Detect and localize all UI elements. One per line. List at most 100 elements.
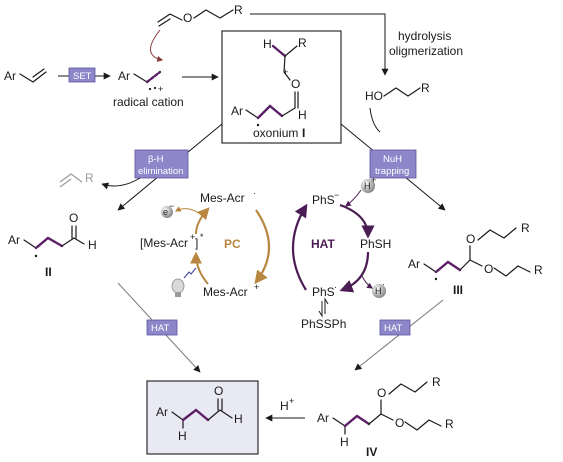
compound-iii-r2: R [534, 263, 543, 277]
alcohol-r-group: R [421, 81, 430, 95]
compound-iii-label: III [453, 283, 463, 297]
beta-h-label: β-H [148, 154, 164, 165]
hat-cycle: PhS − PhSH PhS · HAT H + H · PhSSPh [291, 175, 391, 331]
hat-arrow-protonation [339, 203, 375, 239]
compound-ii: Ar O H [8, 211, 97, 258]
compound-ii-o: O [69, 211, 78, 225]
hat-tag-left-label: HAT [151, 323, 169, 334]
svg-text:+: + [254, 282, 259, 292]
photocatalytic-cycle: Mes-Acr · [Mes-Acr + ] * Mes-Acr + PC e … [140, 188, 271, 299]
phs-radical: PhS [312, 285, 335, 299]
compound-iv-h: H [340, 435, 349, 449]
hat-tag-left: HAT [146, 319, 178, 336]
oxonium-number: I [302, 126, 305, 140]
proton-ball [361, 179, 375, 193]
svg-text:·: · [253, 188, 256, 198]
light-bulb-icon [171, 267, 197, 297]
nuh-label: NuH [383, 154, 402, 165]
oxonium-structure: H R + O Ar H [231, 36, 307, 127]
alcohol-byproduct: HO R [365, 81, 430, 103]
proton-arrow [345, 189, 362, 207]
electron-label: e [163, 207, 168, 217]
eliminated-r-group: R [85, 171, 94, 185]
styrene-ar: Ar [4, 69, 16, 83]
alcohol-ho: HO [365, 89, 383, 103]
set-tag: SET [68, 67, 96, 83]
svg-text:·: · [382, 279, 385, 289]
nuh-trapping-tag: NuH trapping [369, 149, 417, 179]
hat-arrow-reduction [291, 203, 308, 291]
compound-ii-label: II [45, 265, 52, 279]
final-h-plus: H [280, 399, 289, 413]
eliminated-alkene: R [59, 171, 94, 188]
oxonium-ar: Ar [231, 104, 243, 118]
radical-cation-ar: Ar [118, 69, 130, 83]
mes-acr-cation: Mes-Acr [203, 285, 248, 299]
radical-cation: Ar + [118, 69, 163, 94]
hat-tag-right-label: HAT [384, 323, 402, 334]
proton-label: H [364, 181, 371, 191]
elimination-curve-arrow [101, 177, 141, 190]
nucleophilic-attack-arrow [150, 29, 164, 62]
compound-iii: Ar O R O R [408, 221, 543, 281]
svg-text:−: − [169, 201, 174, 211]
h-radical-arrow [361, 275, 373, 289]
oxonium-box [221, 30, 342, 144]
hat-tag-right: HAT [379, 319, 411, 336]
pc-arrow-oxidation [195, 207, 210, 235]
compound-iv-r2: R [445, 417, 454, 431]
hat-arrow-hat [339, 251, 370, 293]
svg-text:+: + [371, 175, 376, 185]
svg-text:*: * [200, 232, 204, 242]
oligmerization-label: oligmerization [389, 44, 463, 58]
radical-cation-label: radical cation [113, 95, 184, 109]
compound-ii-h: H [88, 238, 97, 252]
oxonium-label: oxonium [253, 126, 298, 140]
beta-h-tag: β-H elimination [134, 149, 189, 179]
set-tag-label: SET [73, 71, 92, 82]
pc-arrow-reduction [254, 209, 271, 285]
compound-iv-ar: Ar [317, 411, 329, 425]
compound-iii-o1: O [466, 232, 475, 246]
elimination-label: elimination [138, 166, 183, 177]
alcohol-join-arrow [369, 107, 381, 133]
svg-text:+: + [190, 232, 195, 242]
product-ar: Ar [156, 405, 168, 419]
product-box [146, 380, 259, 455]
compound-iii-ar: Ar [408, 257, 420, 271]
mes-acr-radical: Mes-Acr [200, 191, 245, 205]
aryl-alkene: Ar [4, 68, 47, 83]
compound-ii-ar: Ar [8, 233, 20, 247]
hat-cycle-label: HAT [311, 237, 335, 251]
mes-acr-excited: [Mes-Acr [140, 236, 188, 250]
radical-cation-charge: + [158, 84, 163, 94]
compound-iii-r1: R [521, 221, 530, 235]
phsh: PhSH [360, 237, 391, 251]
oxonium-aldehyde-h: H [298, 108, 307, 122]
oxonium-r-group: R [298, 36, 307, 50]
hydrolysis-arrow [250, 13, 389, 76]
compound-iii-o2: O [484, 262, 493, 276]
compound-iv-o2: O [395, 416, 404, 430]
product-o: O [214, 384, 223, 398]
svg-text:]: ] [195, 236, 198, 250]
hydrolysis-label: hydrolysis [398, 29, 451, 43]
oxonium-oxygen: O [291, 77, 300, 91]
vinyl-r-group: R [234, 3, 243, 17]
compound-iv-r1: R [432, 375, 441, 389]
trapping-label: trapping [375, 166, 409, 177]
ether-oxygen: O [183, 11, 192, 25]
final-product: Ar H O H [156, 384, 243, 443]
svg-text:+: + [289, 396, 294, 406]
oxonium-h: H [263, 37, 272, 51]
electron-arrow [174, 206, 201, 215]
pc-label: PC [224, 237, 241, 251]
h-radical-label: H [375, 286, 382, 296]
product-aldehyde-h: H [234, 412, 243, 426]
pc-arrow-excitation [190, 251, 209, 285]
compound-iv: Ar H O R O R [317, 375, 454, 449]
product-h: H [178, 429, 187, 443]
phs-anion: PhS [312, 193, 335, 207]
compound-iv-label: IV [366, 445, 377, 459]
